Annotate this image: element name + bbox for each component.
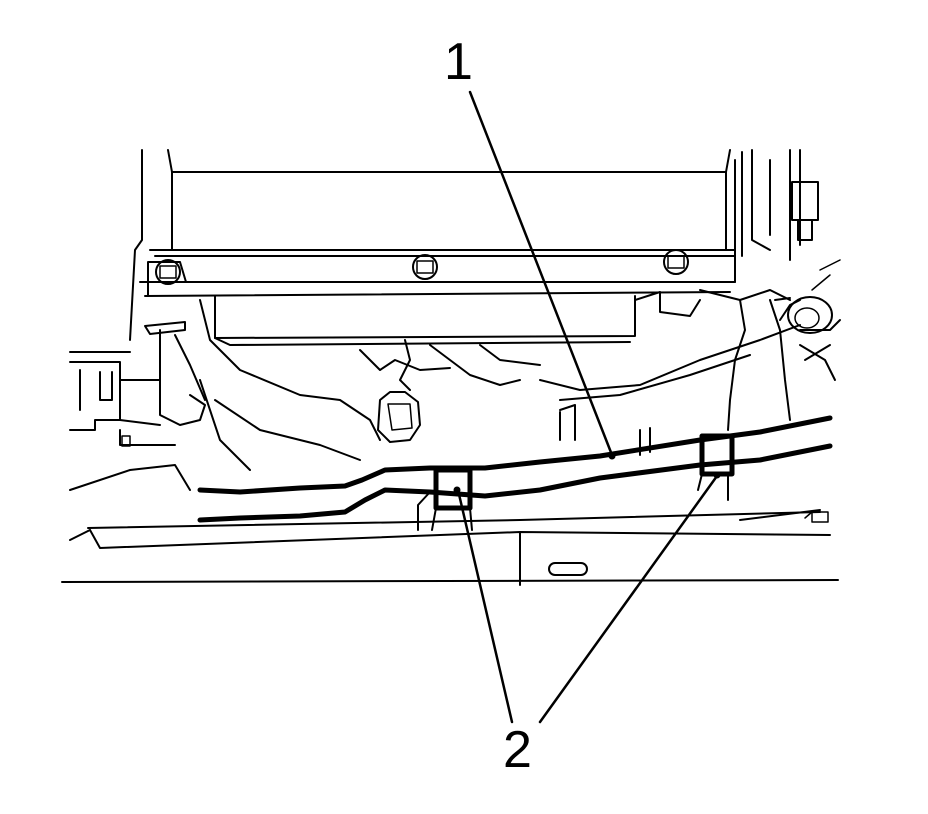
clamp-right [697, 433, 735, 501]
frame-rail [61, 509, 839, 586]
callout-label-1: 1 [444, 33, 473, 91]
upper-housing [129, 149, 819, 341]
left-frame [69, 351, 191, 541]
leader-line-2a [453, 486, 514, 724]
clamp-left [417, 467, 473, 531]
leader-line-2b [538, 471, 721, 724]
pipe [197, 404, 833, 523]
drain-plug [377, 339, 421, 443]
callout-label-2: 2 [503, 721, 532, 779]
bolt-right [663, 249, 689, 275]
connector-right [774, 259, 841, 334]
lower-pan [144, 289, 841, 471]
leader-line-1 [468, 90, 616, 460]
bolt-left [155, 259, 181, 285]
bolt-center [412, 254, 438, 280]
